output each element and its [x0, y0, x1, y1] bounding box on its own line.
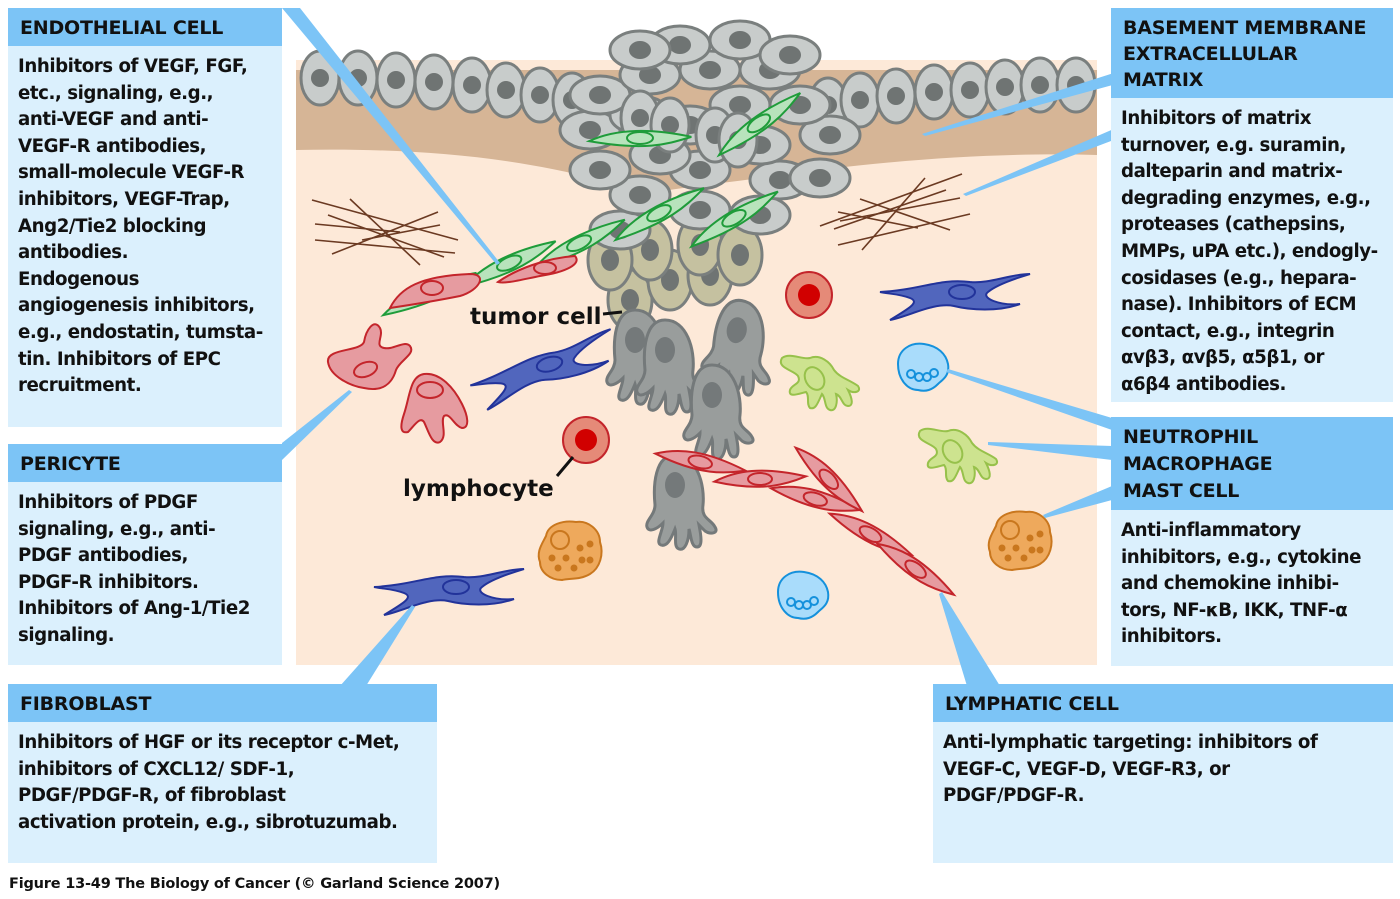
basement-membrane-box: BASEMENT MEMBRANE EXTRACELLULAR MATRIX I… [1111, 8, 1393, 402]
lymphatic-cell-box: LYMPHATIC CELL Anti-lymphatic targeting:… [933, 684, 1393, 863]
fibroblast-title: FIBROBLAST [8, 684, 437, 722]
lymphocyte-leader [555, 456, 575, 477]
tumor-cell-leader [602, 310, 623, 316]
fibroblast-text: Inhibitors of HGF or its receptor c-Met,… [18, 732, 400, 833]
lymphocyte-cell [562, 416, 610, 464]
figure-caption: Figure 13-49 The Biology of Cancer (© Ga… [9, 876, 500, 892]
basement-membrane-text: Inhibitors of matrix turnover, e.g. sura… [1121, 108, 1378, 395]
pericyte-title: PERICYTE [8, 444, 282, 482]
immune-cell-text: Anti-inflammatory inhibitors, e.g., cyto… [1121, 520, 1361, 648]
lymphocyte-cell [785, 271, 833, 319]
pericytes-on-vessel [388, 254, 578, 310]
lymphocyte-label: lymphocyte [403, 476, 554, 502]
pericyte-text: Inhibitors of PDGF signaling, e.g., anti… [18, 492, 250, 646]
tumor-cell-label: tumor cell [470, 304, 602, 330]
endothelial-cell-box: ENDOTHELIAL CELL Inhibitors of VEGF, FGF… [8, 8, 282, 427]
mast-cell [987, 510, 1053, 571]
lymphatic-cell-title: LYMPHATIC CELL [933, 684, 1393, 722]
ecm-fibers-left [311, 198, 459, 266]
mast-cell [537, 520, 603, 581]
ecm-fibers-right [819, 173, 971, 251]
lymphatic-cell-text: Anti-lymphatic targeting: inhibitors of … [943, 732, 1318, 807]
basement-membrane-title: BASEMENT MEMBRANE EXTRACELLULAR MATRIX [1111, 8, 1393, 98]
immune-cell-title: NEUTROPHIL MACROPHAGE MAST CELL [1111, 417, 1393, 510]
endothelial-cell-text: Inhibitors of VEGF, FGF, etc., signaling… [18, 56, 263, 397]
endothelial-cell-title: ENDOTHELIAL CELL [8, 8, 282, 46]
fibroblast-box: FIBROBLAST Inhibitors of HGF or its rece… [8, 684, 437, 863]
immune-cell-box: NEUTROPHIL MACROPHAGE MAST CELL Anti-inf… [1111, 417, 1393, 666]
pericyte-box: PERICYTE Inhibitors of PDGF signaling, e… [8, 444, 282, 665]
